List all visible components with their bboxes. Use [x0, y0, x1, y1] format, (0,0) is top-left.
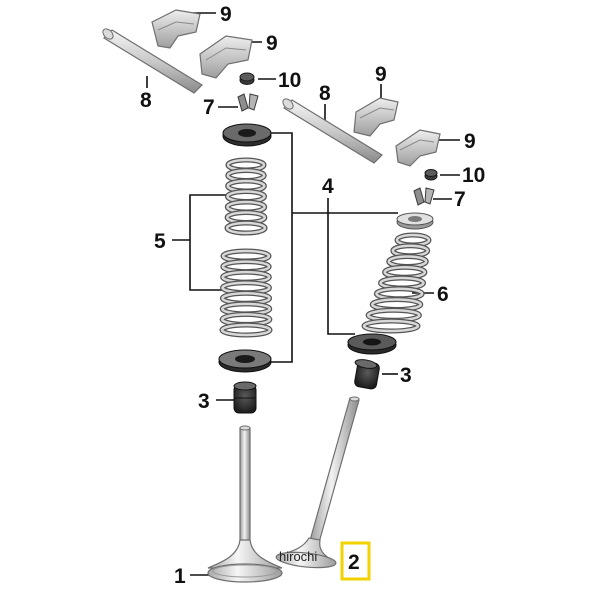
valve-spring-left-upper	[224, 157, 268, 236]
label-4: 4	[322, 175, 334, 198]
valve-keepers-left	[237, 93, 259, 112]
label-1: 1	[174, 565, 186, 588]
label-8: 8	[319, 82, 331, 105]
rocker-shaft-left	[102, 28, 203, 94]
valve-spring-right	[361, 232, 432, 334]
label-3: 3	[400, 364, 412, 387]
label-7: 7	[454, 188, 466, 211]
label-5: 5	[154, 230, 166, 253]
label-9: 9	[266, 32, 278, 55]
spring-seat-right-bottom	[347, 333, 397, 355]
label-10: 10	[278, 69, 301, 92]
label-9: 9	[220, 3, 232, 26]
intake-valve	[207, 425, 283, 583]
rocker-arm-top-1	[151, 9, 201, 49]
valve-spring-left-lower	[219, 248, 273, 338]
rocker-shaft-right	[282, 98, 383, 164]
label-2: 2	[348, 551, 360, 574]
label-8: 8	[140, 89, 152, 112]
label-6: 6	[437, 283, 449, 306]
highlight-box	[340, 541, 371, 581]
rocker-arm-top-2	[199, 35, 253, 79]
rocker-arm-right-2	[395, 129, 441, 167]
spring-retainer-right-top	[396, 212, 434, 230]
watermark: hirochi	[279, 549, 317, 564]
valve-cap-left	[239, 72, 255, 85]
valve-stem-seal-left	[233, 381, 257, 414]
valve-cap-right	[424, 169, 438, 181]
label-9: 9	[464, 130, 476, 153]
spring-retainer-left-top	[222, 123, 272, 147]
exhaust-valve	[275, 396, 360, 569]
label-10: 10	[462, 164, 485, 187]
valve-keepers-right	[413, 187, 435, 206]
leader-lines	[146, 12, 460, 576]
part-labels: 9 9 10 8 7 8 9 9 10 7 4 5 6 3 3 1 2	[140, 3, 485, 588]
label-9: 9	[375, 63, 387, 86]
valve-stem-seal-right	[354, 359, 380, 390]
label-3: 3	[198, 390, 210, 413]
rocker-arm-right-1	[353, 97, 399, 137]
label-7: 7	[203, 96, 215, 119]
spring-seat-left-bottom	[218, 349, 272, 373]
